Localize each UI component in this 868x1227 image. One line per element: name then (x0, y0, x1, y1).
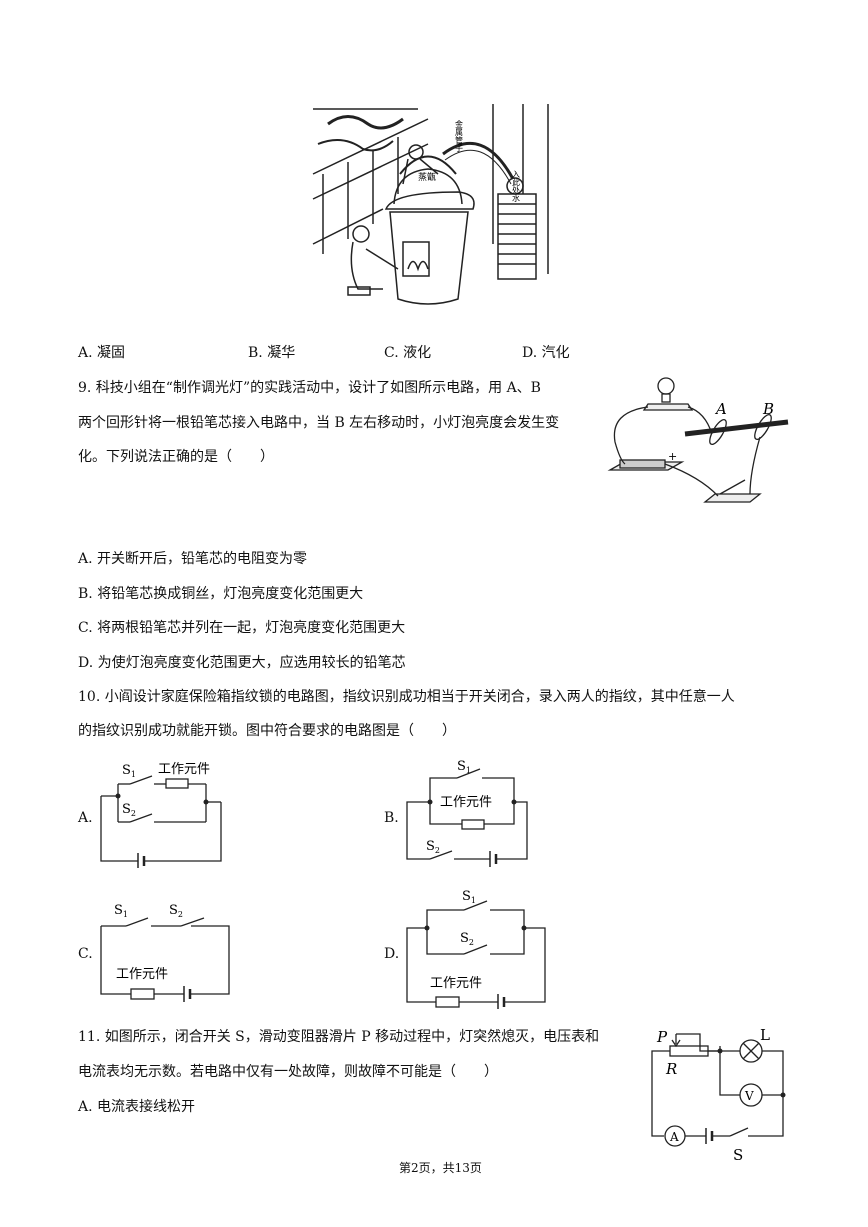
q11-label-s: S (733, 1146, 743, 1162)
q9-option-c: C. 将两根铅笔芯并列在一起，灯泡亮度变化范围更大 (78, 620, 406, 636)
tube-label: 金属管子 (455, 119, 464, 152)
q10a-s1: S1 (122, 763, 136, 779)
q10-stem-line-1: 10. 小阎设计家庭保险箱指纹锁的电路图，指纹识别成功相当于开关闭合，录入两人的… (78, 689, 735, 705)
q10b-s2: S2 (426, 839, 440, 855)
q9-label-a: A (714, 400, 727, 418)
q9-stem-line-2: 两个回形针将一根铅笔芯接入电路中，当 B 左右移动时，小灯泡亮度会发生变 (78, 415, 560, 431)
q8-option-b: B. 凝华 (248, 345, 296, 361)
q10d-s1: S1 (462, 889, 476, 905)
q10-circuit-d: S1 S2 工作元件 (406, 889, 546, 1009)
q10d-element: 工作元件 (430, 976, 482, 991)
q10d-s2: S2 (460, 931, 474, 947)
q11-label-a: A (669, 1130, 679, 1144)
q11-circuit-figure: P R L V A S (651, 1026, 786, 1162)
q9-label-b: B (762, 400, 774, 418)
q10-label-a: A. (78, 810, 93, 826)
q8-option-c: C. 液化 (384, 345, 432, 361)
q10a-element: 工作元件 (158, 762, 210, 777)
q10-stem-line-2: 的指纹识别成功就能开锁。图中符合要求的电路图是（ ） (78, 723, 456, 739)
q10c-s1: S1 (114, 903, 128, 919)
pot-label: 蒸甑 (418, 171, 436, 183)
q10c-element: 工作元件 (116, 967, 168, 982)
q10-circuit-c: S1 S2 工作元件 (100, 903, 230, 1002)
q10-label-b: B. (384, 810, 399, 826)
q10c-s2: S2 (169, 903, 183, 919)
q10-label-c: C. (78, 946, 93, 962)
q8-option-a: A. 凝固 (78, 345, 126, 361)
q9-label-plus: + (668, 450, 677, 463)
q11-stem-line-2: 电流表均无示数。若电路中仅有一处故障，则故障不可能是（ ） (78, 1064, 498, 1080)
page-footer: 第2页，共13页 (399, 1161, 482, 1175)
q9-stem-line-1: 9. 科技小组在“制作调光灯”的实践活动中，设计了如图所示电路，用 A、B (78, 380, 541, 396)
q9-option-b: B. 将铅笔芯换成铜丝，灯泡亮度变化范围更大 (78, 586, 364, 602)
q10b-s1: S1 (457, 759, 471, 775)
q10b-element: 工作元件 (440, 795, 492, 810)
q9-circuit-figure: A B + (607, 377, 789, 503)
q10-circuit-a: S1 S2 工作元件 (100, 762, 222, 868)
water-label: 入此处水 (512, 170, 521, 202)
q11-stem-line-1: 11. 如图所示，闭合开关 S，滑动变阻器滑片 P 移动过程中，灯突然熄灭，电压… (78, 1029, 600, 1045)
q9-option-d: D. 为使灯泡亮度变化范围更大，应选用较长的铅笔芯 (78, 655, 406, 671)
q11-label-p: P (656, 1028, 668, 1046)
q9-option-a: A. 开关断开后，铅笔芯的电阻变为零 (78, 551, 308, 567)
q8-option-d: D. 汽化 (522, 345, 570, 361)
q10-label-d: D. (384, 946, 400, 962)
q11-option-a: A. 电流表接线松开 (78, 1099, 196, 1115)
distillation-illustration: 蒸甑 金属管子 入此处水 (312, 104, 549, 305)
q9-stem-line-3: 化。下列说法正确的是（ ） (78, 449, 274, 465)
q11-label-v: V (744, 1089, 754, 1103)
q10a-s2: S2 (122, 802, 136, 818)
q10-circuit-b: S1 工作元件 S2 (406, 759, 528, 867)
q11-label-l: L (760, 1026, 770, 1044)
q11-label-r: R (665, 1060, 677, 1078)
